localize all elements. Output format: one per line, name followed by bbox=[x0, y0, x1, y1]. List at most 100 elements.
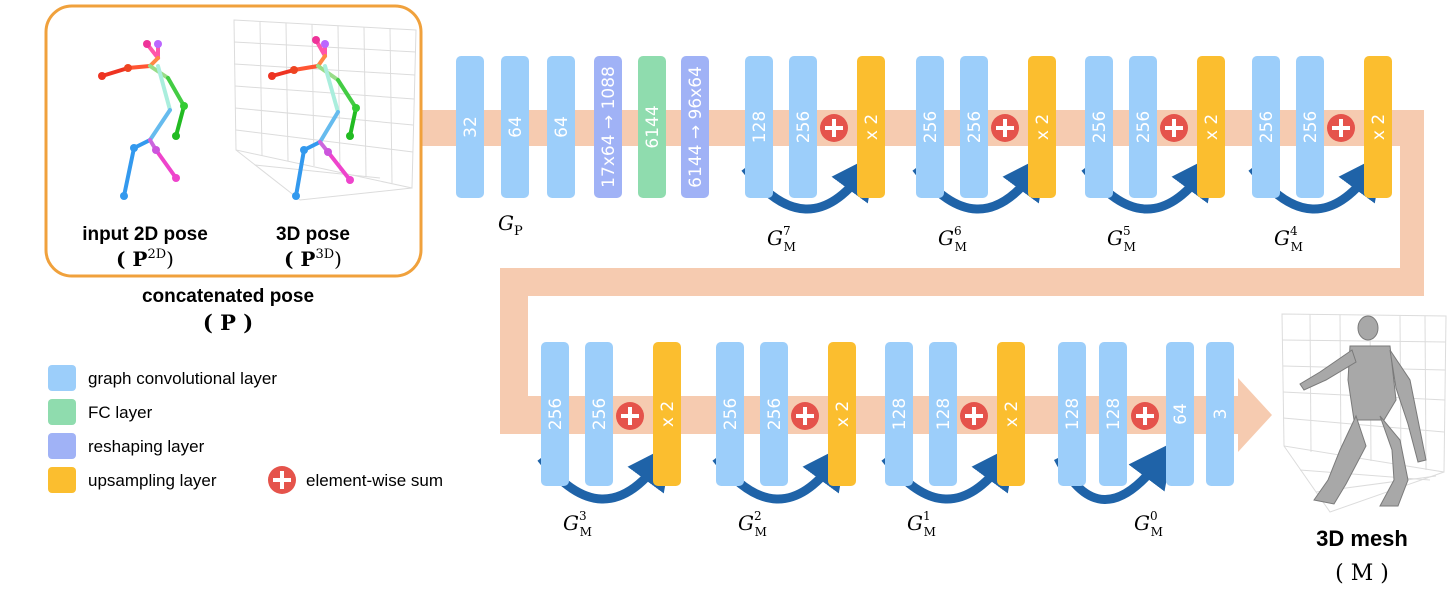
concatenated-pose-label: concatenated pose bbox=[142, 286, 314, 307]
sum-icon bbox=[616, 402, 644, 430]
upsample-block-label: x 2 bbox=[658, 401, 678, 427]
conv-block-label: 256 bbox=[1257, 111, 1277, 143]
module-label-sup: 4 bbox=[1290, 224, 1298, 238]
final-block-label: 128 bbox=[1104, 398, 1124, 430]
legend-swatch-reshape bbox=[48, 433, 76, 459]
legend-reshape: reshaping layer bbox=[48, 433, 205, 459]
sum-icon bbox=[1131, 402, 1159, 430]
module-label-main: G bbox=[563, 511, 579, 535]
encoder-block-64b: 64 bbox=[547, 56, 575, 198]
pose-3d-symbol: ( P3D) bbox=[284, 247, 342, 271]
legend: graph convolutional layer FC layer resha… bbox=[48, 365, 443, 494]
legend-swatch-fc bbox=[48, 399, 76, 425]
pose-3d-skeleton bbox=[268, 36, 360, 200]
conv-block: 256 bbox=[960, 56, 988, 198]
final-block-label: 128 bbox=[1063, 398, 1083, 430]
flow-band-right-connector bbox=[1400, 110, 1424, 296]
sum-icon bbox=[991, 114, 1019, 142]
pose-3d-symbol-close: ) bbox=[334, 247, 342, 271]
upsample-block: x 2 bbox=[1028, 56, 1056, 198]
legend-upsample: upsampling layer bbox=[48, 467, 217, 493]
encoder-label: GP bbox=[498, 211, 523, 239]
module-label-sub: M bbox=[1151, 525, 1163, 539]
conv-block-label: 256 bbox=[590, 398, 610, 430]
input-2d-pose-label: input 2D pose bbox=[82, 224, 208, 245]
legend-graph-conv: graph convolutional layer bbox=[48, 365, 277, 391]
concatenated-pose-symbol: ( P ) bbox=[203, 310, 253, 335]
module-label-sub: M bbox=[1124, 240, 1136, 254]
pose-3d-label: 3D pose bbox=[276, 224, 350, 245]
pose-panel: input 2D pose ( P2D) 3D pose ( P3D) bbox=[44, 4, 423, 278]
input-2d-pose-symbol-main: ( P bbox=[116, 247, 147, 271]
legend-swatch-graph-conv bbox=[48, 365, 76, 391]
output-symbol: ( M ) bbox=[1335, 561, 1389, 586]
sum-icon bbox=[960, 402, 988, 430]
module-label-sup: 7 bbox=[783, 224, 791, 238]
legend-text-fc: FC layer bbox=[88, 403, 153, 422]
input-2d-pose-symbol-close: ) bbox=[166, 247, 174, 271]
conv-block-label: 256 bbox=[765, 398, 785, 430]
sum-icon bbox=[268, 466, 296, 494]
module-label-sup: 5 bbox=[1123, 224, 1131, 238]
module-label-sub: M bbox=[955, 240, 967, 254]
conv-block: 256 bbox=[1252, 56, 1280, 198]
encoder-block-label: 64 bbox=[552, 116, 572, 138]
final-block-4: 3 bbox=[1206, 342, 1234, 486]
encoder-block-label: 32 bbox=[461, 116, 481, 138]
encoder-block-64a: 64 bbox=[501, 56, 529, 198]
module-label-main: G bbox=[1134, 511, 1150, 535]
module-label-sub: M bbox=[755, 525, 767, 539]
module-label-sub: M bbox=[580, 525, 592, 539]
upsample-block-label: x 2 bbox=[862, 114, 882, 140]
input-2d-pose-symbol: ( P2D) bbox=[116, 247, 174, 271]
final-block-3: 64 bbox=[1166, 342, 1194, 486]
conv-block-label: 256 bbox=[1301, 111, 1321, 143]
input-2d-pose-symbol-sup: 2D bbox=[147, 247, 166, 262]
upsample-block-label: x 2 bbox=[1033, 114, 1053, 140]
upsample-block: x 2 bbox=[1364, 56, 1392, 198]
module-label-sub: M bbox=[1291, 240, 1303, 254]
conv-block-label: 128 bbox=[890, 398, 910, 430]
legend-text-graph-conv: graph convolutional layer bbox=[88, 369, 277, 388]
module-label-sup: 6 bbox=[954, 224, 962, 238]
encoder-label-sub: P bbox=[514, 224, 523, 239]
module-label-sub: M bbox=[924, 525, 936, 539]
module-label-main: G bbox=[907, 511, 923, 535]
conv-block-label: 256 bbox=[921, 111, 941, 143]
upsample-block: x 2 bbox=[857, 56, 885, 198]
flow-band-cross-connector bbox=[500, 268, 1424, 296]
module-label-sub: M bbox=[784, 240, 796, 254]
conv-block-label: 256 bbox=[1134, 111, 1154, 143]
pose-3d-symbol-sup: 3D bbox=[315, 247, 334, 262]
conv-block: 256 bbox=[585, 342, 613, 486]
pose-3d-grid bbox=[233, 19, 417, 201]
conv-block: 256 bbox=[1296, 56, 1324, 198]
conv-block-label: 256 bbox=[721, 398, 741, 430]
conv-block: 256 bbox=[716, 342, 744, 486]
module-label-main: G bbox=[1274, 226, 1290, 250]
sum-icon bbox=[791, 402, 819, 430]
encoder-block-reshape-1: 17x64 → 1088 bbox=[594, 56, 622, 198]
conv-block-label: 256 bbox=[794, 111, 814, 143]
upsample-block: x 2 bbox=[828, 342, 856, 486]
encoder-block-label: 64 bbox=[506, 116, 526, 138]
upsample-block: x 2 bbox=[1197, 56, 1225, 198]
encoder-block-reshape-2: 6144 → 96x64 bbox=[681, 56, 709, 198]
upsample-block-label: x 2 bbox=[1002, 401, 1022, 427]
upsample-block-label: x 2 bbox=[1202, 114, 1222, 140]
legend-text-reshape: reshaping layer bbox=[88, 437, 205, 456]
upsample-block: x 2 bbox=[997, 342, 1025, 486]
legend-text-upsample: upsampling layer bbox=[88, 471, 217, 490]
encoder-label-main: G bbox=[498, 211, 514, 235]
